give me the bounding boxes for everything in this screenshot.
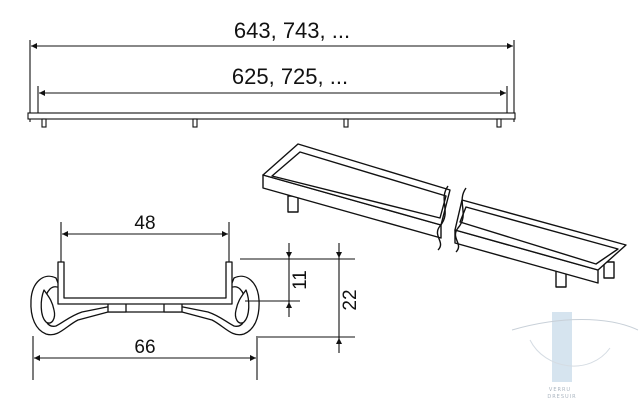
inner-width-label: 48: [134, 213, 155, 234]
outer-length-dimension: [29, 40, 515, 122]
outer-width-label: 66: [134, 337, 155, 358]
watermark-logo: VERRU DRESUIR: [511, 312, 639, 400]
height-total-label: 22: [340, 289, 361, 310]
height-small-label: 11: [290, 270, 311, 290]
inner-width-dimension: [60, 222, 230, 262]
cross-section: [30, 261, 260, 336]
side-view-profile: [27, 112, 516, 128]
outer-length-label: 643, 743, ...: [234, 18, 350, 43]
watermark-line2: DRESUIR: [547, 394, 576, 400]
watermark-line1: VERRU: [549, 387, 571, 393]
inner-length-label: 625, 725, ...: [232, 64, 348, 89]
isometric-tray: [262, 143, 627, 288]
outer-width-dimension: [32, 336, 258, 380]
